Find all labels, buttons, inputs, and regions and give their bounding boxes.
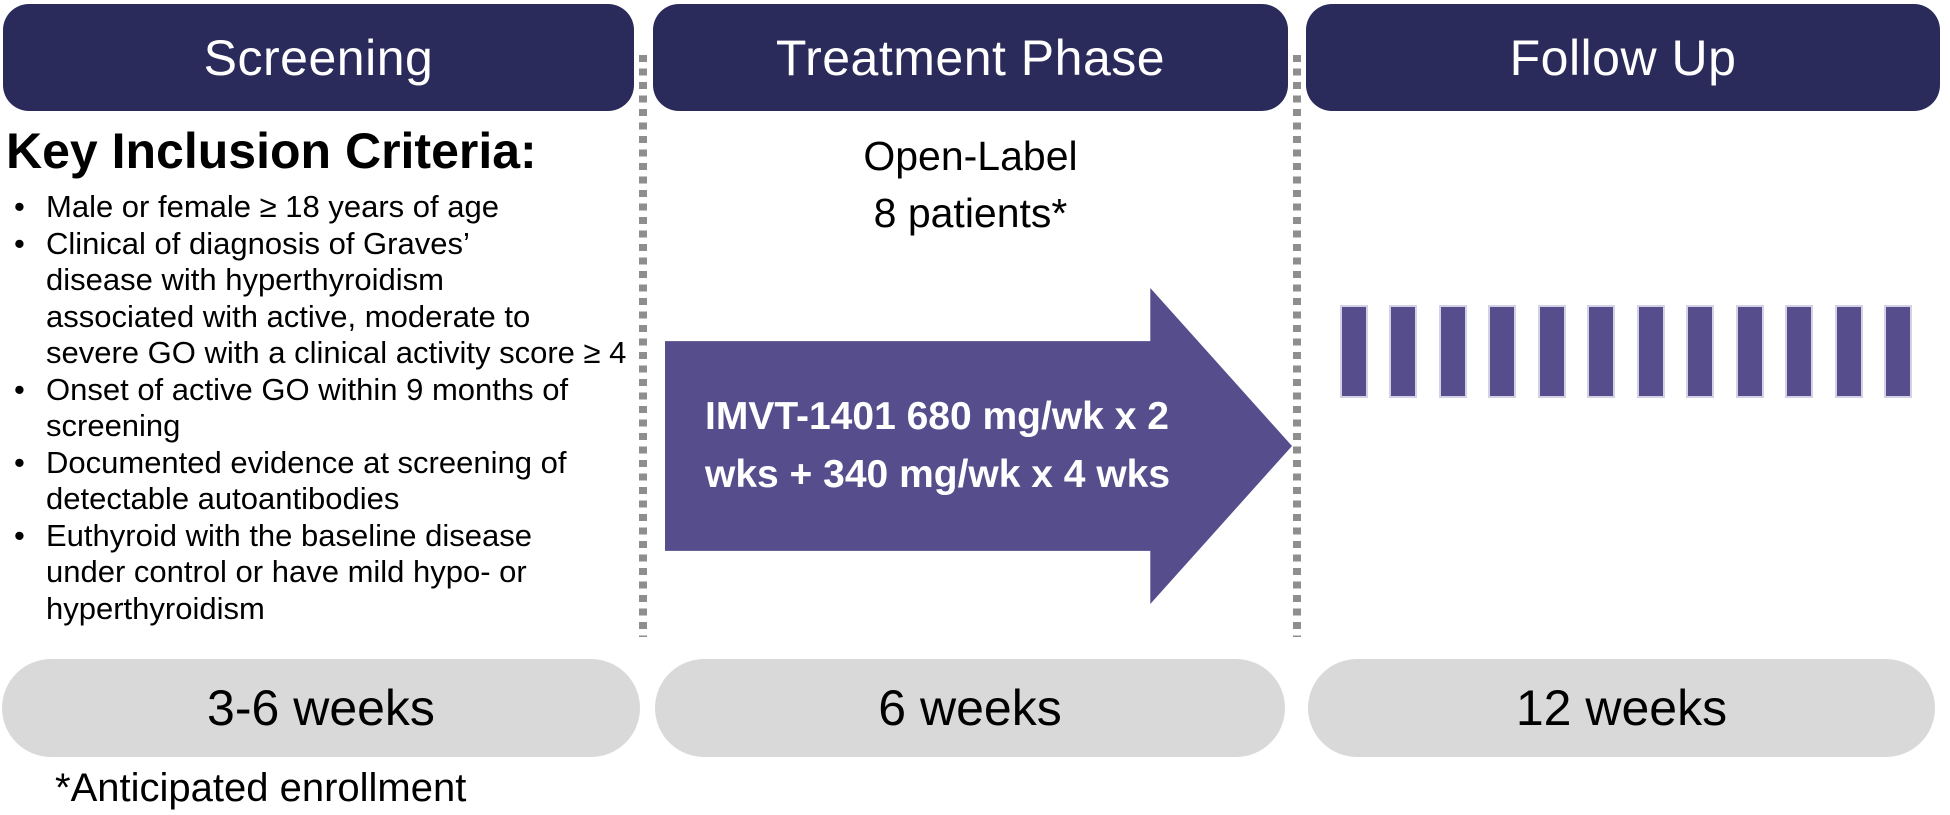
followup-phase-header: Follow Up	[1306, 4, 1940, 111]
dotted-divider-treatment-followup	[1293, 55, 1301, 637]
treatment-duration-text: 6 weeks	[878, 680, 1062, 736]
screening-duration-text: 3-6 weeks	[207, 680, 435, 736]
inclusion-criteria-list: • Male or female ≥ 18 years of age • Cli…	[0, 189, 645, 627]
followup-tick-bar	[1686, 305, 1715, 398]
criterion-text: Documented evidence at screening of dete…	[46, 444, 567, 517]
list-item: • Male or female ≥ 18 years of age	[0, 189, 645, 226]
list-item: • Euthyroid with the baseline disease un…	[0, 518, 645, 628]
criterion-text: Clinical of diagnosis of Graves’ disease…	[46, 225, 627, 371]
followup-tick-bar	[1389, 305, 1418, 398]
anticipated-enrollment-footnote: *Anticipated enrollment	[55, 766, 467, 810]
list-item: • Clinical of diagnosis of Graves’ disea…	[0, 226, 645, 372]
followup-duration-text: 12 weeks	[1515, 680, 1728, 736]
followup-tick-bar	[1438, 305, 1467, 398]
key-inclusion-criteria-heading: Key Inclusion Criteria:	[6, 123, 537, 179]
treatment-arrow-label: IMVT-1401 680 mg/wk x 2 wks + 340 mg/wk …	[705, 395, 1171, 496]
open-label-subtitle: Open-Label 8 patients*	[863, 133, 1078, 236]
followup-duration-pill: 12 weeks	[1308, 659, 1935, 757]
followup-tick-bar	[1883, 305, 1912, 398]
followup-tick-bar	[1785, 305, 1814, 398]
treatment-duration-pill: 6 weeks	[655, 659, 1285, 757]
followup-tick-bar	[1340, 305, 1368, 398]
screening-duration-pill: 3-6 weeks	[2, 659, 640, 757]
followup-tick-bar	[1488, 305, 1517, 398]
screening-phase-header: Screening	[3, 4, 634, 111]
criterion-text: Euthyroid with the baseline disease unde…	[46, 517, 532, 626]
screening-phase-title: Screening	[203, 29, 434, 86]
followup-tick-bar	[1537, 305, 1566, 398]
treatment-phase-title: Treatment Phase	[775, 29, 1166, 86]
followup-tick-band	[1340, 305, 1912, 398]
bullet-marker: •	[14, 189, 25, 224]
criterion-text: Onset of active GO within 9 months of sc…	[46, 371, 569, 444]
followup-tick-bar	[1735, 305, 1764, 398]
followup-tick-bar	[1834, 305, 1863, 398]
bullet-marker: •	[14, 225, 25, 261]
followup-tick-bar	[1587, 305, 1616, 398]
list-item: • Documented evidence at screening of de…	[0, 445, 645, 518]
followup-tick-bar	[1636, 305, 1665, 398]
bullet-marker: •	[14, 371, 25, 407]
treatment-phase-header: Treatment Phase	[653, 4, 1288, 111]
bullet-marker: •	[14, 444, 25, 480]
dotted-divider-screening-treatment	[639, 55, 647, 637]
list-item: • Onset of active GO within 9 months of …	[0, 372, 645, 445]
bullet-marker: •	[14, 517, 25, 553]
treatment-arrow: IMVT-1401 680 mg/wk x 2 wks + 340 mg/wk …	[665, 288, 1292, 604]
criterion-text: Male or female ≥ 18 years of age	[46, 189, 499, 224]
followup-phase-title: Follow Up	[1509, 29, 1737, 86]
